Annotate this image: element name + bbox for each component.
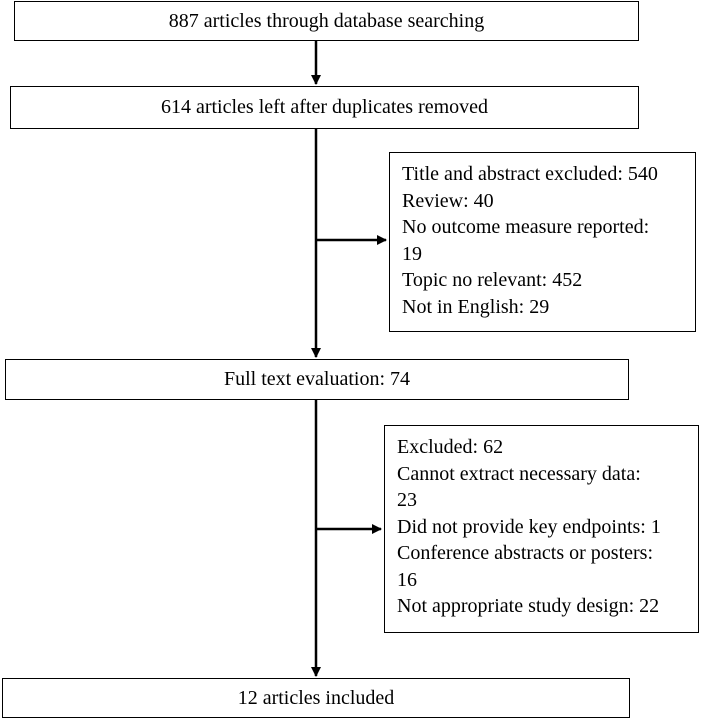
full-text-evaluation-text: Full text evaluation: 74 <box>223 368 411 390</box>
full-text-exclusion-line: Not appropriate study design: 22 <box>397 595 660 617</box>
full-text-exclusion-line: 23 <box>397 489 417 511</box>
full-text-evaluation-box: Full text evaluation: 74 <box>5 359 629 400</box>
flowchart-connectors <box>311 40 387 677</box>
included-box: 12 articles included <box>2 678 630 718</box>
screening-exclusion-line: Title and abstract excluded: 540 <box>402 163 658 185</box>
screening-exclusion-line: Review: 40 <box>402 189 494 212</box>
full-text-exclusion-line: Excluded: 62 <box>397 436 504 458</box>
included-text: 12 articles included <box>237 686 395 709</box>
full-text-exclusion-line: Cannot extract necessary data: <box>397 462 641 485</box>
duplicates-removed-text: 614 articles left after duplicates remov… <box>160 96 489 118</box>
full-text-exclusion-box: Excluded: 62 Cannot extract necessary da… <box>384 425 699 633</box>
full-text-exclusion-line: Did not provide key endpoints: 1 <box>397 515 661 538</box>
duplicates-removed-box: 614 articles left after duplicates remov… <box>10 86 639 129</box>
full-text-exclusion-line: 16 <box>397 568 417 591</box>
screening-exclusion-line: Topic no relevant: 452 <box>402 269 583 291</box>
screening-exclusion-line: 19 <box>402 242 422 265</box>
screening-exclusion-line: Not in English: 29 <box>402 295 550 318</box>
identification-box: 887 articles through database searching <box>14 1 639 41</box>
screening-exclusion-line: No outcome measure reported: <box>402 216 650 238</box>
full-text-exclusion-line: Conference abstracts or posters: <box>397 542 654 564</box>
identification-text: 887 articles through database searching <box>168 9 485 32</box>
screening-exclusion-box: Title and abstract excluded: 540 Review:… <box>389 152 696 332</box>
